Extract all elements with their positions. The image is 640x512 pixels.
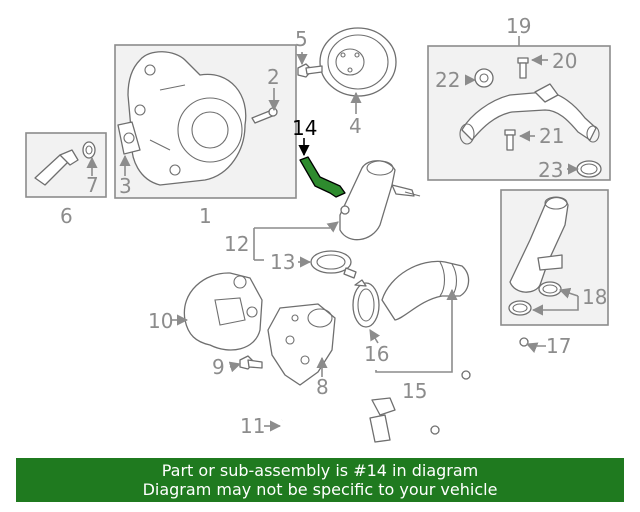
callout-20: 20: [552, 49, 577, 73]
callout-5: 5: [295, 27, 308, 51]
callout-22: 22: [435, 68, 460, 92]
callout-17: 17: [546, 334, 571, 358]
pipe-box-19: [427, 45, 611, 181]
hose-line-part-11: [280, 337, 529, 443]
thermostat-housing-part: [339, 160, 421, 241]
callout-18: 18: [582, 285, 607, 309]
housing-part-10: [183, 272, 263, 351]
footer-line-2: Diagram may not be specific to your vehi…: [142, 480, 498, 499]
callout-14: 14: [292, 116, 317, 140]
leader-lines: [86, 36, 580, 432]
pipe-box-17: [500, 189, 609, 326]
callout-12: 12: [224, 232, 249, 256]
callout-11: 11: [240, 414, 265, 438]
callout-16: 16: [364, 342, 389, 366]
hose-part-15: [381, 260, 470, 321]
thermostat-part-8: [267, 303, 336, 386]
highlighted-pipe-part-14: [299, 156, 346, 198]
callout-labels: 1 2 3 4 5 6 7 8 9 10 11 12 13 14 15 16 1…: [60, 14, 607, 438]
callout-3: 3: [119, 174, 132, 198]
callout-6: 6: [60, 204, 73, 228]
callout-4: 4: [349, 114, 362, 138]
footer-line-1: Part or sub-assembly is #14 in diagram: [161, 461, 479, 480]
callout-23: 23: [538, 158, 563, 182]
callout-2: 2: [267, 65, 280, 89]
water-pump-box: [114, 44, 297, 199]
clamp-part-13: [310, 250, 357, 279]
callout-1: 1: [199, 204, 212, 228]
callout-8: 8: [316, 375, 329, 399]
callout-13: 13: [270, 250, 295, 274]
callout-19: 19: [506, 14, 531, 38]
callout-15: 15: [402, 379, 427, 403]
bolt-part-5: [297, 63, 323, 78]
pulley-part: [319, 27, 397, 97]
callout-9: 9: [212, 355, 225, 379]
footer-banner: Part or sub-assembly is #14 in diagram D…: [16, 458, 624, 502]
clamp-part-16: [352, 279, 380, 328]
callout-7: 7: [86, 173, 99, 197]
bolt-part-9: [239, 355, 263, 370]
callout-21: 21: [539, 124, 564, 148]
callout-10: 10: [148, 309, 173, 333]
